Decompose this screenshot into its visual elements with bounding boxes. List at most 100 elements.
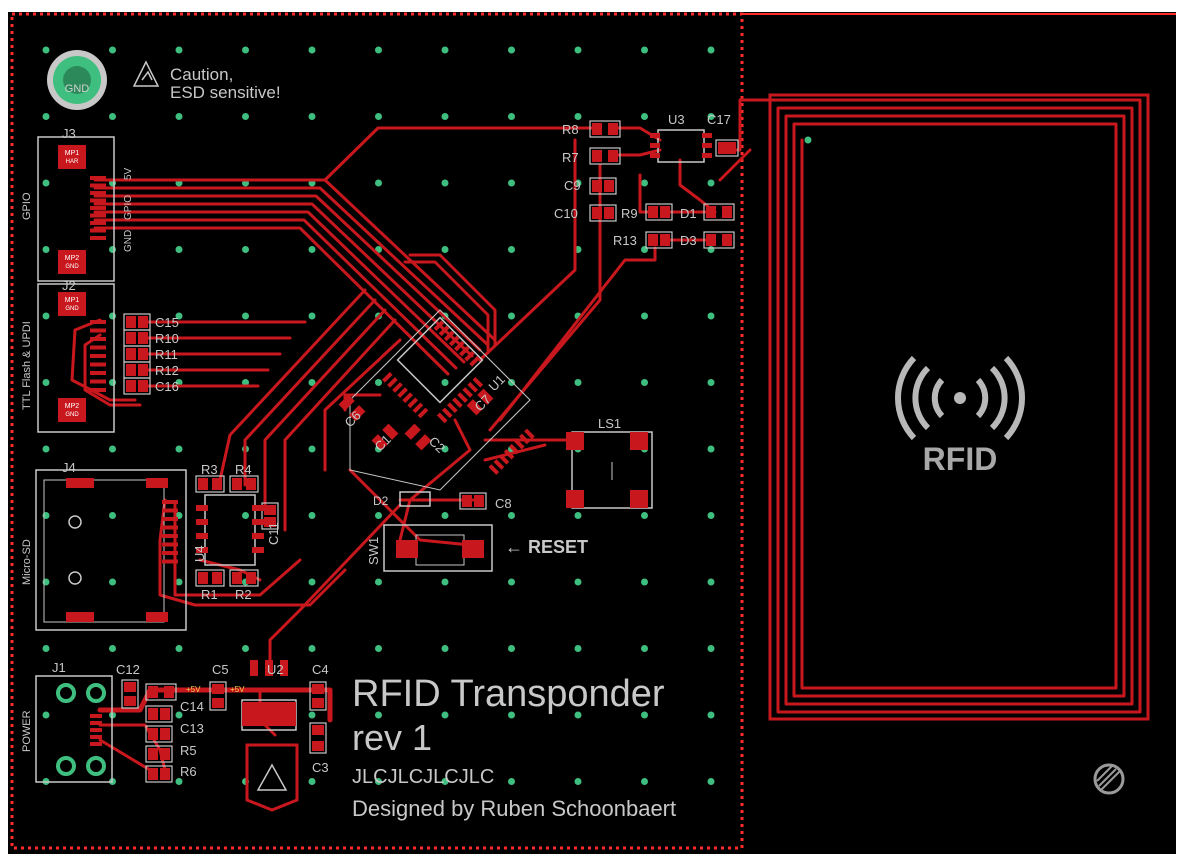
- via: [175, 246, 183, 253]
- u1-pin: [454, 340, 465, 352]
- smd-outline: [309, 722, 327, 754]
- via: [375, 113, 382, 120]
- via: [574, 379, 582, 386]
- via: [574, 512, 582, 519]
- rfid-wave-icon: [989, 365, 1008, 431]
- smd-pad: [382, 423, 399, 440]
- rfid-center-dot-icon: [954, 392, 966, 404]
- j3-pin: [90, 183, 106, 188]
- j2-mp2-label: MP2: [65, 403, 80, 410]
- j4-pad: [66, 612, 94, 622]
- smd-pad: [371, 434, 388, 451]
- via: [574, 645, 582, 652]
- via: [641, 379, 648, 386]
- smd-pad: [138, 316, 148, 328]
- via: [441, 179, 449, 187]
- j1-ref: J1: [52, 660, 66, 675]
- right-margin: [1176, 0, 1183, 860]
- smd-pad: [126, 380, 136, 392]
- smd-pad: [706, 234, 716, 246]
- j4-side-label: Micro-SD: [21, 539, 33, 585]
- via: [308, 312, 316, 320]
- j1-hole: [56, 683, 76, 703]
- ref-d3: D3: [680, 233, 697, 248]
- trace-sd-power-2: [173, 503, 302, 597]
- u2-tab-pad: [242, 702, 296, 726]
- j2-pin: [90, 362, 106, 367]
- ref-u4: U4: [192, 545, 207, 562]
- u4-pin: [196, 505, 208, 511]
- ref-c12: C12: [116, 662, 140, 677]
- trace-sd-power: [158, 498, 347, 607]
- smd-outline: [589, 120, 621, 138]
- smd-pad: [592, 207, 602, 219]
- smd-outline: [703, 231, 735, 249]
- via: [242, 312, 249, 320]
- ref-r11: R11: [155, 347, 178, 362]
- ls1-pad: [566, 490, 584, 508]
- ref-r4: R4: [235, 462, 252, 477]
- top-margin: [0, 0, 1183, 12]
- via: [308, 778, 316, 785]
- gnd-logo-core: [63, 66, 91, 94]
- via: [707, 711, 715, 719]
- hot-surface-icon: [256, 763, 288, 791]
- u1-pin: [513, 438, 525, 450]
- u1-pin: [447, 402, 458, 414]
- smd-pad: [198, 572, 208, 584]
- j1-pin: [90, 721, 102, 725]
- smd-outline: [145, 765, 173, 783]
- via: [707, 46, 715, 54]
- j4-pin: [162, 559, 178, 564]
- fiducial: [1093, 763, 1125, 795]
- smd-pad: [198, 478, 208, 490]
- smd-outline: [589, 177, 617, 195]
- ls1-pad: [630, 432, 648, 450]
- j2-pin: [90, 371, 106, 375]
- via: [508, 711, 515, 719]
- via: [707, 778, 715, 785]
- smd-pad: [212, 572, 222, 584]
- smd-outline: [589, 204, 617, 222]
- smd-pad: [232, 478, 242, 490]
- smd-pad: [160, 708, 170, 720]
- rfid-wave-icon: [975, 377, 989, 419]
- smd-pad: [246, 572, 256, 584]
- trace-c17: [718, 148, 752, 182]
- u3-pad: [702, 133, 712, 138]
- via: [707, 113, 715, 120]
- rfid-wave-icon: [931, 377, 945, 419]
- via: [441, 578, 449, 586]
- via: [308, 645, 316, 652]
- u1-pin: [387, 377, 398, 388]
- smd-outline: [121, 679, 139, 709]
- trace-gpio-7: [93, 226, 450, 376]
- via: [441, 645, 449, 652]
- trace-u1-sd-4: [283, 318, 397, 532]
- trace-c9-r9: [638, 173, 652, 214]
- ls1-outline: [571, 431, 653, 509]
- u4-pin: [196, 519, 208, 525]
- smd-pad: [706, 206, 716, 218]
- via: [441, 512, 449, 519]
- via: [175, 645, 183, 652]
- smd-pad: [404, 423, 421, 440]
- via-grid: [42, 46, 812, 785]
- smd-pad: [164, 686, 174, 698]
- ref-ls1: LS1: [598, 416, 621, 431]
- via: [441, 445, 449, 453]
- j3-pin-label-gnd: GND: [123, 230, 134, 252]
- via: [508, 645, 515, 652]
- smd-outline: [145, 745, 173, 763]
- j1-side-label: POWER: [21, 710, 33, 752]
- smd-pad: [212, 684, 224, 694]
- smd-outline: [703, 203, 735, 221]
- smd-outline: [715, 139, 739, 157]
- trace-u1-sd-1: [218, 288, 367, 482]
- smd-pad: [160, 728, 170, 740]
- trace-u1-sd-5: [323, 338, 402, 472]
- smd-outline: [145, 705, 173, 723]
- ref-c8: C8: [495, 496, 512, 511]
- ref-r6: R6: [180, 764, 197, 779]
